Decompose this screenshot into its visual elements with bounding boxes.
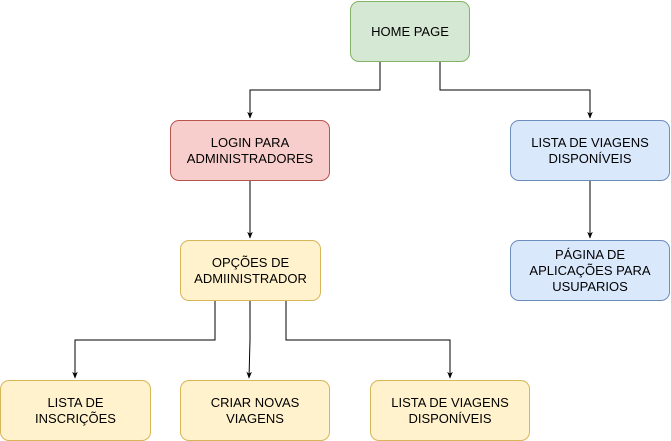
node-opcoes-administrador: OPÇÕES DE ADMIINISTRADOR <box>180 240 321 301</box>
node-lista-viagens-bottom: LISTA DE VIAGENS DISPONÍVEIS <box>370 380 530 441</box>
node-home-page-label: HOME PAGE <box>371 23 449 39</box>
node-home-page: HOME PAGE <box>350 1 470 62</box>
node-criar-viagens-label: CRIAR NOVAS VIAGENS <box>210 394 300 426</box>
node-lista-viagens-bottom-label: LISTA DE VIAGENS DISPONÍVEIS <box>391 394 509 426</box>
node-pagina-aplicacoes-label: PÁGINA DE APLICAÇÕES PARA USUPARIOS <box>529 246 651 294</box>
node-lista-viagens-top-label: LISTA DE VIAGENS DISPONÍVEIS <box>531 134 649 166</box>
edge-opcoes-to-criar-viagens <box>246 301 252 379</box>
node-login-administradores: LOGIN PARA ADMINISTRADORES <box>170 120 330 181</box>
edge-opcoes-to-lista-viagens-bottom <box>285 301 453 379</box>
node-lista-inscricoes-label: LISTA DE INSCRIÇÕES <box>35 394 116 426</box>
edge-home-to-login <box>247 62 381 119</box>
edge-home-to-lista-viagens <box>439 62 593 119</box>
node-criar-viagens: CRIAR NOVAS VIAGENS <box>180 380 330 441</box>
node-login-label: LOGIN PARA ADMINISTRADORES <box>186 134 314 166</box>
edge-opcoes-to-lista-inscricoes <box>72 301 216 379</box>
node-opcoes-label: OPÇÕES DE ADMIINISTRADOR <box>194 254 307 286</box>
node-lista-inscricoes: LISTA DE INSCRIÇÕES <box>0 380 151 441</box>
node-pagina-aplicacoes: PÁGINA DE APLICAÇÕES PARA USUPARIOS <box>510 240 670 301</box>
node-lista-viagens-top: LISTA DE VIAGENS DISPONÍVEIS <box>510 120 670 181</box>
